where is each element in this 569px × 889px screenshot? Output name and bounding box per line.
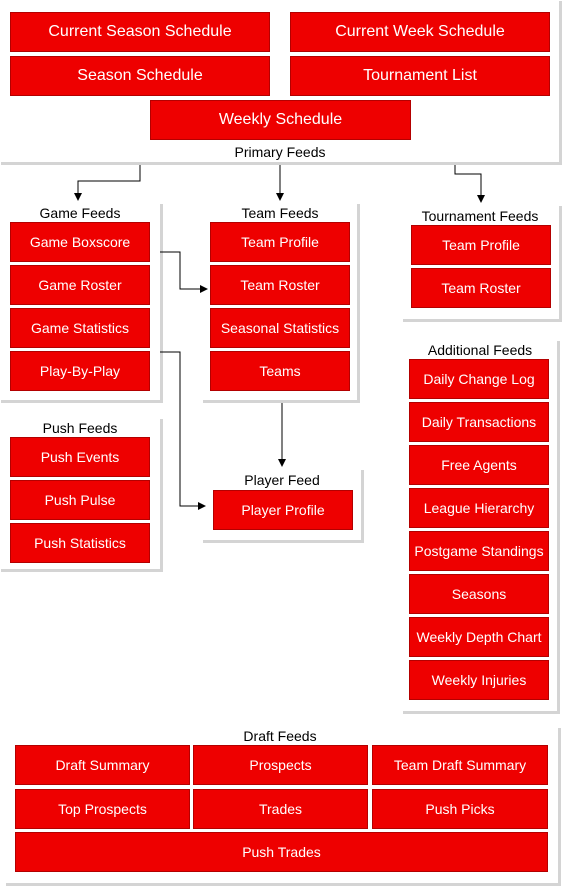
weekly-schedule-button[interactable]: Weekly Schedule [150,100,411,140]
seasons-button[interactable]: Seasons [409,574,549,614]
push-statistics-button[interactable]: Push Statistics [10,523,150,563]
push-events-button[interactable]: Push Events [10,437,150,477]
seasonal-statistics-button[interactable]: Seasonal Statistics [210,308,350,348]
push-trades-button[interactable]: Push Trades [15,832,548,872]
team-draft-summary-button[interactable]: Team Draft Summary [372,745,548,785]
tournament-team-profile-button[interactable]: Team Profile [411,225,551,265]
draft-feeds-label: Draft Feeds [243,728,317,744]
season-schedule-button[interactable]: Season Schedule [10,56,270,96]
connector-boxscore-to-roster [160,251,208,293]
connector-primary-to-game [74,165,141,201]
tournament-team-roster-button[interactable]: Team Roster [411,268,551,308]
free-agents-button[interactable]: Free Agents [409,445,549,485]
top-prospects-button[interactable]: Top Prospects [15,789,190,829]
daily-change-log-button[interactable]: Daily Change Log [409,359,549,399]
prospects-button[interactable]: Prospects [193,745,368,785]
weekly-depth-chart-button[interactable]: Weekly Depth Chart [409,617,549,657]
game-roster-button[interactable]: Game Roster [10,265,150,305]
connector-playbyplay-to-player [160,351,206,510]
postgame-standings-button[interactable]: Postgame Standings [409,531,549,571]
player-feed-label: Player Feed [244,472,320,488]
tournament-list-button[interactable]: Tournament List [290,56,550,96]
draft-summary-button[interactable]: Draft Summary [15,745,190,785]
trades-button[interactable]: Trades [193,789,368,829]
team-roster-button[interactable]: Team Roster [210,265,350,305]
additional-feeds-label: Additional Feeds [427,342,533,358]
player-profile-button[interactable]: Player Profile [213,490,353,530]
connector-primary-to-tournament [454,165,485,203]
current-season-schedule-button[interactable]: Current Season Schedule [10,12,270,52]
weekly-injuries-button[interactable]: Weekly Injuries [409,660,549,700]
game-boxscore-button[interactable]: Game Boxscore [10,222,150,262]
game-statistics-button[interactable]: Game Statistics [10,308,150,348]
primary-feeds-label: Primary Feeds [234,144,326,160]
push-feeds-label: Push Feeds [42,420,118,436]
push-pulse-button[interactable]: Push Pulse [10,480,150,520]
team-profile-button[interactable]: Team Profile [210,222,350,262]
daily-transactions-button[interactable]: Daily Transactions [409,402,549,442]
push-picks-button[interactable]: Push Picks [372,789,548,829]
league-hierarchy-button[interactable]: League Hierarchy [409,488,549,528]
game-feeds-label: Game Feeds [39,205,121,221]
team-feeds-label: Team Feeds [241,205,319,221]
play-by-play-button[interactable]: Play-By-Play [10,351,150,391]
tournament-feeds-label: Tournament Feeds [421,208,539,224]
current-week-schedule-button[interactable]: Current Week Schedule [290,12,550,52]
teams-button[interactable]: Teams [210,351,350,391]
